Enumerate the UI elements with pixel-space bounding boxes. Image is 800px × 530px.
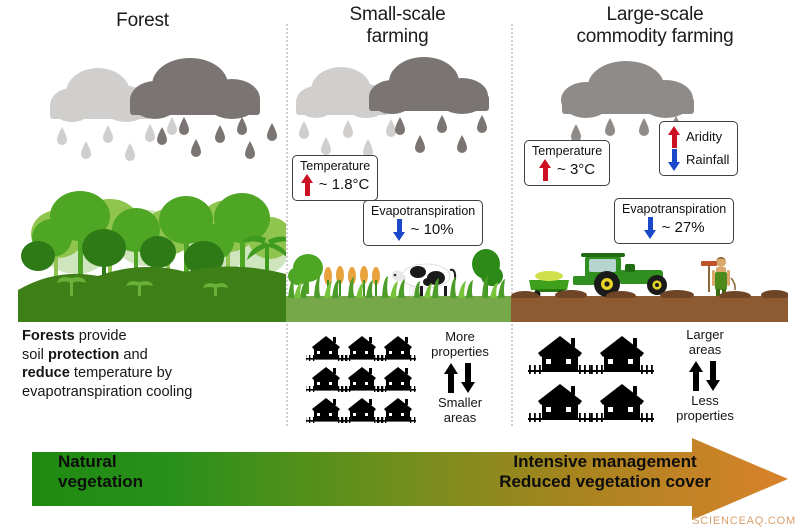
pasture-cow-corn-svg [288, 249, 505, 298]
forest-statement-bold-3: reduce [22, 365, 70, 382]
column-title-small-scale-farming: Small-scale farming [349, 4, 446, 47]
column-divider-left [286, 24, 288, 426]
forest-statement-text-4: temperature by [69, 365, 173, 382]
down-arrow-black-icon [461, 363, 475, 393]
tractor-seeder-farmer-svg [511, 253, 789, 301]
info-box-label: Temperature [532, 144, 603, 158]
forest-canopy-svg [18, 191, 294, 298]
aridity-label: Aridity [686, 128, 723, 144]
column-divider-right [511, 24, 513, 426]
watermark: SCIENCEAQ.COM [692, 515, 796, 527]
info-box-value: ~ 1.8°C [318, 175, 370, 193]
info-box-label: Temperature [300, 159, 371, 173]
band-label-natural-vegetation: Natural vegetation [58, 452, 144, 491]
forest-statement-line-3: reduce temperature by [22, 364, 284, 383]
scene-forest [18, 186, 294, 298]
gradient-transition-arrow [32, 438, 788, 520]
column-title-large-scale-commodity-farming: Large-scale commodity farming [576, 4, 734, 47]
up-arrow-red-icon [300, 174, 314, 196]
info-box-value: ~ 27% [661, 218, 705, 236]
forest-statement-line-4: evapotranspiration cooling [22, 384, 193, 401]
caption-larger-areas: Larger areas [686, 327, 724, 357]
forest-statement-bold-1: Forests [22, 328, 75, 344]
caption-less-properties: Less properties [676, 393, 734, 423]
info-box-small-temperature: Temperature ~ 1.8°C [292, 155, 379, 201]
info-box-value: ~ 10% [410, 220, 454, 238]
info-box-large-evapotranspiration: Evapotranspiration ~ 27% [614, 198, 735, 244]
caption-more-properties: More properties [431, 329, 489, 359]
ground-strip-pasture [286, 296, 511, 322]
info-box-label: Evapotranspiration [371, 204, 476, 218]
up-arrow-black-icon [689, 361, 703, 391]
house-grid-small-scale [304, 332, 420, 424]
two-way-arrow-small-scale [443, 363, 477, 393]
small-houses-svg [304, 336, 420, 423]
down-arrow-blue-icon [643, 217, 657, 239]
cloud-group-small-scale [296, 55, 511, 160]
down-arrow-black-icon [706, 361, 720, 391]
ground-strip-tilled-soil [511, 296, 788, 322]
cloud-group-large-scale [548, 58, 728, 153]
up-arrow-red-icon [539, 159, 552, 181]
ground-strip-forest [18, 296, 286, 322]
down-arrow-blue-icon [668, 149, 681, 171]
two-way-arrow-large-scale [688, 361, 722, 391]
info-box-small-evapotranspiration: Evapotranspiration ~ 10% [363, 200, 484, 246]
rain-clouds-small-scale-svg [296, 57, 489, 157]
gradient-arrow-svg [32, 438, 788, 520]
caption-smaller-areas: Smaller areas [437, 395, 483, 425]
cloud-group-forest [50, 55, 290, 165]
rainfall-line: Rainfall [668, 149, 729, 171]
up-arrow-black-icon [444, 363, 458, 393]
rain-cloud-large-scale-svg [561, 61, 694, 142]
rainfall-label: Rainfall [686, 151, 730, 167]
info-box-large-temperature: Temperature ~ 3°C [524, 140, 611, 186]
forest-statement-line-1: Forests provide [22, 327, 284, 346]
aridity-line: Aridity [668, 126, 729, 148]
forest-statement: Forests provide soil protection and redu… [22, 327, 284, 402]
forest-statement-text-1: provide [74, 328, 127, 344]
column-title-forest: Forest [116, 10, 169, 31]
up-arrow-red-icon [668, 126, 681, 148]
forest-statement-bold-2: protection [47, 346, 120, 363]
info-box-aridity-rainfall: Aridity Rainfall [659, 121, 739, 176]
band-label-intensive-management: Intensive management Reduced vegetation … [499, 452, 711, 491]
forest-statement-text-3: and [119, 346, 148, 363]
rain-clouds-forest-svg [50, 58, 277, 161]
large-houses-svg [528, 336, 654, 422]
down-arrow-blue-icon [392, 219, 406, 241]
scene-large-scale-farm [511, 250, 789, 301]
forest-statement-text-2: soil [22, 346, 48, 363]
forest-statement-line-2: soil protection and [22, 346, 284, 365]
info-box-label: Evapotranspiration [622, 202, 727, 216]
scene-small-scale-farm [286, 248, 511, 298]
house-grid-large-scale [528, 330, 668, 424]
info-box-value: ~ 3°C [557, 160, 596, 178]
